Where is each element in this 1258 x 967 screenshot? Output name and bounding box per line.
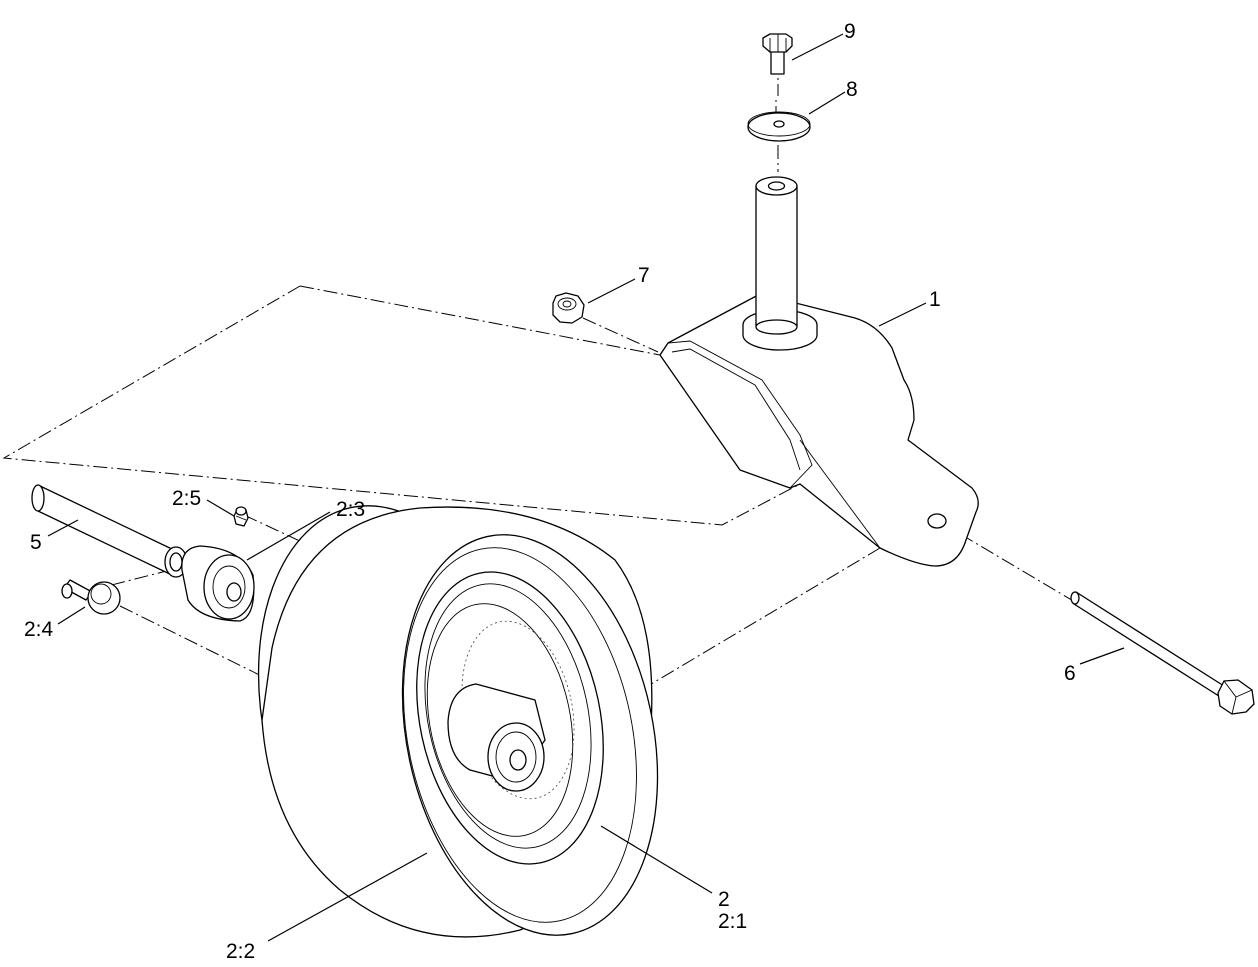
wheel-assembly-2 [257, 505, 659, 938]
callout-2-3: 2:3 [336, 498, 365, 521]
washer-8 [747, 111, 811, 142]
callout-6: 6 [1064, 662, 1076, 685]
grease-fitting-2-5 [233, 506, 249, 527]
callout-2-4: 2:4 [24, 618, 54, 641]
callouts: 9 8 7 1 2:3 2:5 5 2:4 6 2 2:1 2:2 [24, 20, 1076, 963]
leader-lines [47, 33, 1125, 942]
callout-9: 9 [844, 20, 856, 43]
valve-stem-2-4 [61, 579, 121, 615]
callout-7: 7 [638, 264, 650, 287]
spacer-tube-5 [31, 484, 188, 578]
callout-2-2: 2:2 [226, 940, 255, 963]
callout-8: 8 [846, 78, 858, 101]
callout-2-1: 2:1 [718, 910, 747, 933]
callout-2-5: 2:5 [172, 487, 201, 510]
bearing-2-3 [181, 545, 255, 622]
callout-1: 1 [929, 288, 941, 311]
axle-bolt-6 [1070, 591, 1255, 715]
callout-2: 2 [718, 888, 730, 911]
caster-fork [659, 176, 979, 567]
lock-nut-7 [552, 292, 585, 324]
callout-5: 5 [30, 531, 42, 554]
flange-bolt-9 [762, 33, 793, 75]
